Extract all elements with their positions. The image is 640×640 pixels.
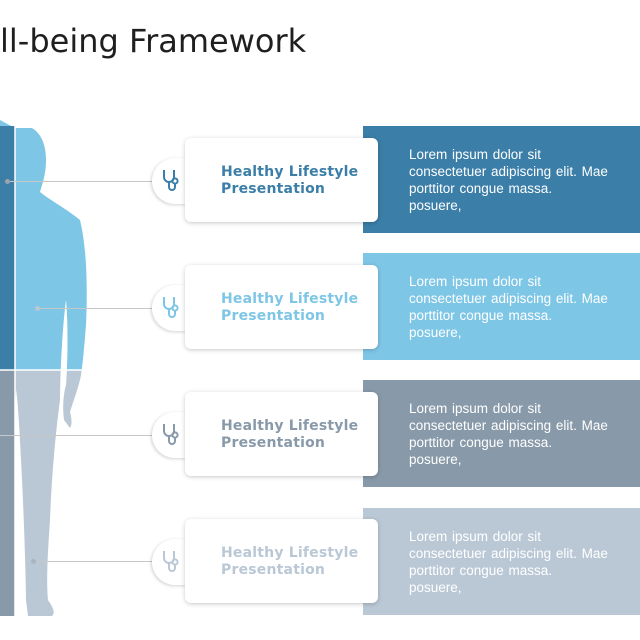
connector-line-2 (38, 308, 155, 309)
connector-dot-1 (5, 179, 10, 184)
heading-card-4: Healthy Lifestyle Presentation (185, 519, 378, 603)
figure-band-lower (0, 370, 15, 616)
heading-card-2: Healthy Lifestyle Presentation (185, 265, 378, 349)
card-heading-3: Healthy Lifestyle Presentation (221, 418, 359, 451)
stethoscope-icon (163, 297, 179, 318)
description-text-4: Lorem ipsum dolor sit consectetuer adipi… (409, 529, 608, 595)
connector-dot-4 (31, 559, 36, 564)
connector-line-1 (8, 181, 155, 182)
connector-line-4 (34, 561, 155, 562)
stethoscope-icon (163, 551, 179, 572)
heading-card-1: Healthy Lifestyle Presentation (185, 138, 378, 222)
description-panel-1: Lorem ipsum dolor sit consectetuer adipi… (363, 126, 640, 233)
connector-line-3 (0, 435, 155, 436)
description-panel-4: Lorem ipsum dolor sit consectetuer adipi… (363, 508, 640, 615)
icon-tab-4 (152, 539, 186, 585)
stethoscope-icon (163, 170, 179, 191)
description-panel-2: Lorem ipsum dolor sit consectetuer adipi… (363, 253, 640, 360)
card-heading-4: Healthy Lifestyle Presentation (221, 545, 359, 578)
connector-dot-2 (35, 306, 40, 311)
card-heading-1: Healthy Lifestyle Presentation (221, 164, 359, 197)
description-text-1: Lorem ipsum dolor sit consectetuer adipi… (409, 147, 608, 213)
description-panel-3: Lorem ipsum dolor sit consectetuer adipi… (363, 380, 640, 487)
card-heading-2: Healthy Lifestyle Presentation (221, 291, 359, 324)
page-title: ll-being Framework (0, 22, 307, 60)
icon-tab-3 (152, 412, 186, 458)
icon-tab-2 (152, 285, 186, 331)
figure-band-upper (0, 126, 15, 370)
description-text-3: Lorem ipsum dolor sit consectetuer adipi… (409, 401, 608, 467)
stethoscope-icon (163, 424, 179, 445)
description-text-2: Lorem ipsum dolor sit consectetuer adipi… (409, 274, 608, 340)
heading-card-3: Healthy Lifestyle Presentation (185, 392, 378, 476)
icon-tab-1 (152, 158, 186, 204)
